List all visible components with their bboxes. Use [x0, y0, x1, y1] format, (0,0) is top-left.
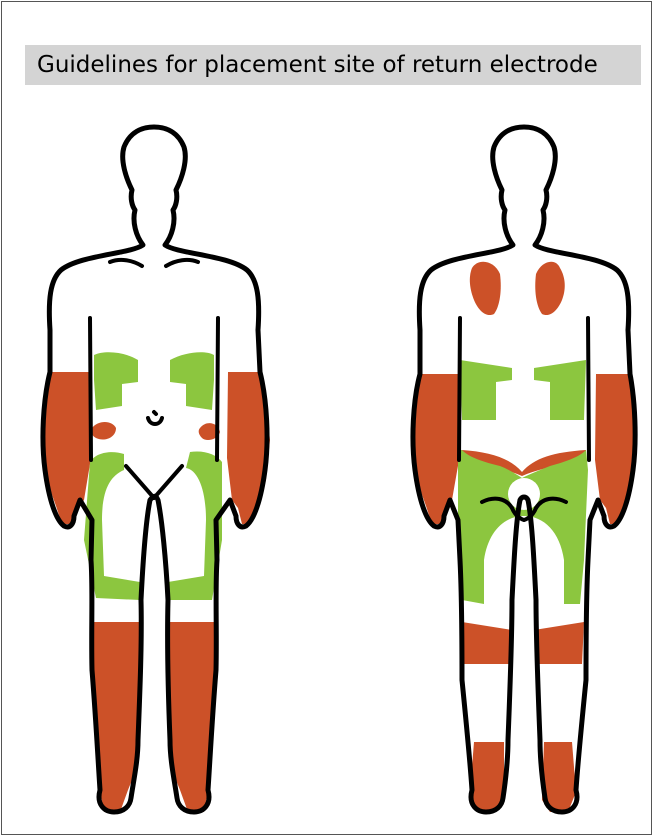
back-right-calf-zone — [534, 622, 584, 664]
front-right-arm-line — [217, 318, 218, 460]
front-left-hip-zone — [91, 422, 116, 440]
back-right-lumbar-zone — [534, 360, 586, 420]
back-body-figure — [412, 127, 636, 812]
front-collarbone-right — [166, 260, 198, 266]
front-left-arm-line — [90, 318, 91, 460]
back-left-lumbar-zone — [460, 360, 512, 420]
front-collarbone-left — [110, 260, 142, 266]
back-left-scapula-zone — [470, 262, 501, 315]
front-left-abdomen-zone — [94, 352, 138, 410]
front-groin-line — [126, 466, 182, 498]
front-right-abdomen-zone — [170, 352, 214, 410]
back-right-arm-line — [588, 318, 589, 460]
back-left-heel-zone — [470, 742, 504, 812]
back-left-calf-zone — [462, 622, 512, 664]
back-left-arm-line — [459, 318, 460, 460]
back-tailbone-circle — [508, 478, 540, 510]
front-navel — [148, 412, 162, 424]
front-body-figure — [42, 127, 270, 812]
back-right-scapula-zone — [535, 262, 565, 315]
